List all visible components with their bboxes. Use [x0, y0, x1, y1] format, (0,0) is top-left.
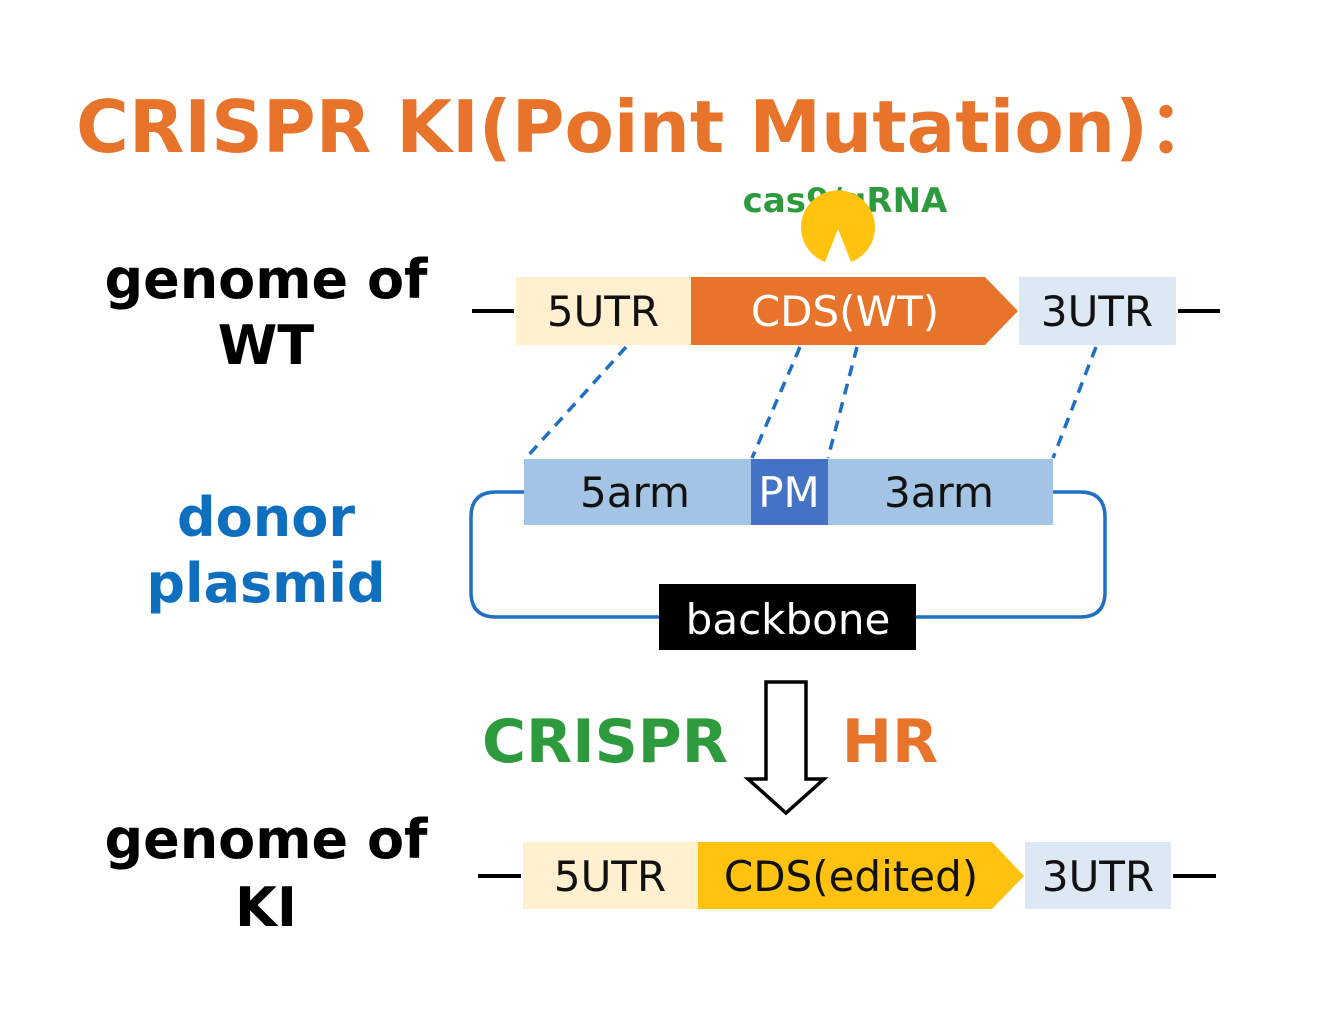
ki-genome-label-line2: KI	[235, 876, 297, 939]
donor-pm-label: PM	[758, 468, 820, 517]
guide-5arm-left	[524, 345, 628, 460]
backbone-label: backbone	[686, 595, 891, 644]
wt-cds-label: CDS(WT)	[751, 287, 939, 336]
wt-cds-arrow	[691, 277, 1018, 345]
donor-label-line1: donor	[177, 486, 355, 549]
donor-5arm-label: 5arm	[580, 468, 690, 517]
ki-genome-label-line1: genome of	[104, 808, 428, 871]
donor-label-line2: plasmid	[146, 552, 385, 615]
wt-5utr-label: 5UTR	[547, 287, 659, 336]
ki-cds-arrow	[698, 842, 1024, 909]
ki-cds-label: CDS(edited)	[724, 852, 978, 901]
guide-pm-right	[826, 346, 859, 459]
ki-5utr-label: 5UTR	[554, 852, 666, 901]
ki-5utr-block	[523, 842, 698, 909]
ki-3utr-label: 3UTR	[1042, 852, 1154, 901]
cas9-scissor-icon	[801, 190, 876, 262]
ki-3utr-block	[1025, 842, 1171, 909]
donor-pm-block	[751, 459, 828, 525]
wt-genome-label-line1: genome of	[104, 248, 428, 311]
donor-5arm-block	[524, 459, 751, 525]
donor-3arm-label: 3arm	[884, 468, 994, 517]
process-crispr-label: CRISPR	[482, 707, 728, 777]
down-arrow-icon	[743, 680, 829, 816]
donor-3arm-block	[828, 459, 1053, 525]
backbone-block	[659, 584, 916, 650]
guide-pm-left	[750, 346, 802, 459]
diagram-title: CRISPR KI(Point Mutation)：	[76, 85, 1220, 169]
wt-3utr-label: 3UTR	[1041, 287, 1153, 336]
guide-3arm-right	[1051, 346, 1098, 459]
process-hr-label: HR	[842, 707, 938, 777]
wt-genome-label-line2: WT	[218, 314, 315, 377]
wt-5utr-block	[516, 277, 691, 345]
wt-3utr-block	[1019, 277, 1176, 345]
homology-guides	[524, 345, 1098, 460]
